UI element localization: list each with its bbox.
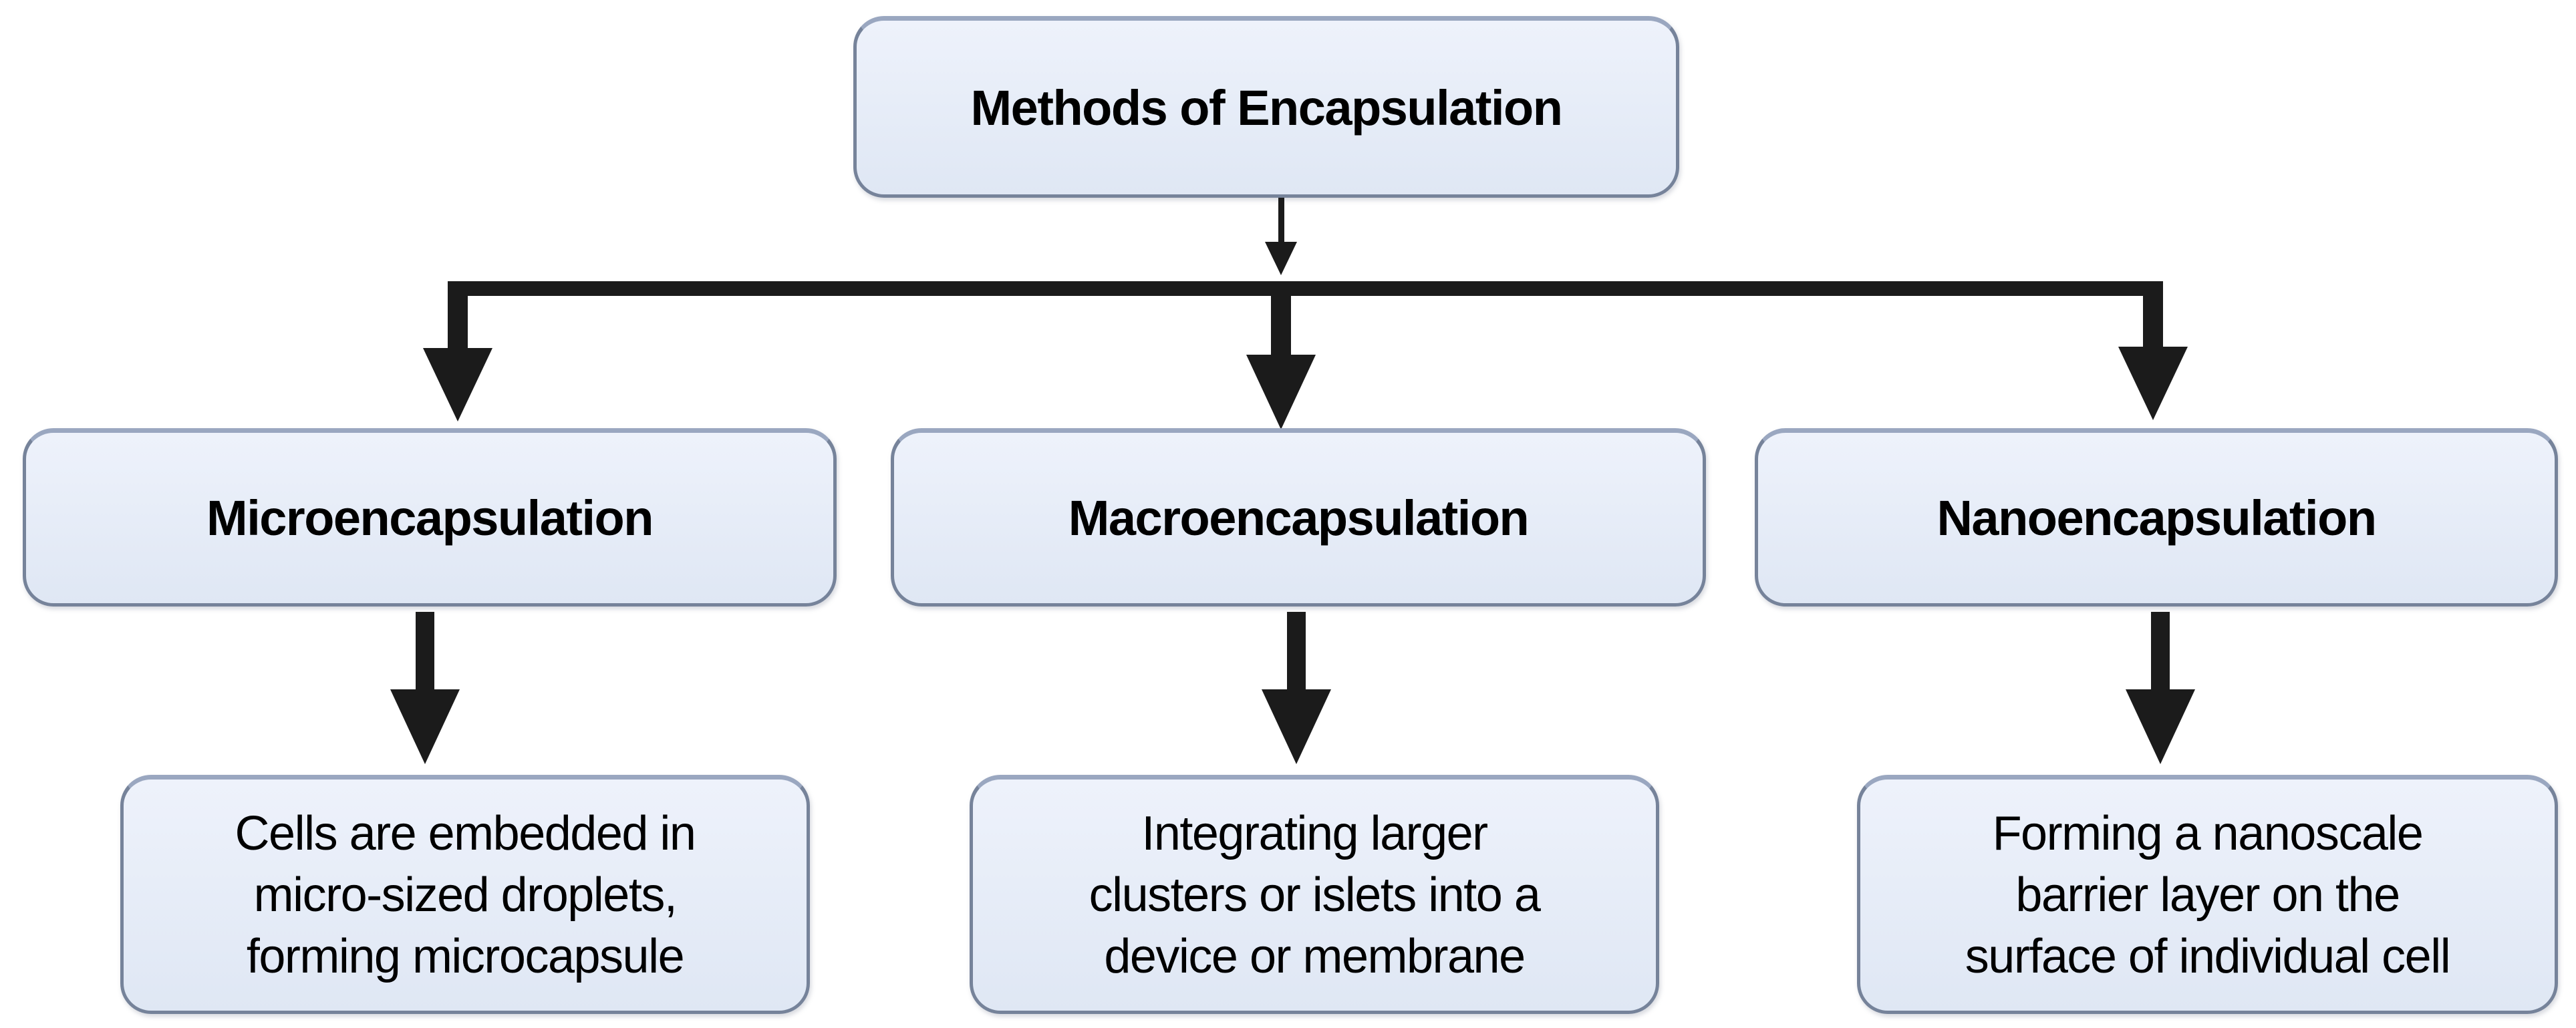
macroencapsulation-box: Macroencapsulation (891, 428, 1706, 607)
macro-branch-down-arrow-icon (1246, 355, 1316, 430)
macroencapsulation-label: Macroencapsulation (1068, 490, 1530, 546)
nanoencapsulation-description-box: Forming a nanoscale barrier layer on the… (1857, 775, 2558, 1014)
microencapsulation-description-text: Cells are embedded in micro-sized drople… (235, 806, 696, 984)
macro-description-down-arrow-icon (1262, 689, 1331, 764)
micro-description-connector-shaft (416, 612, 434, 691)
microencapsulation-label: Microencapsulation (206, 490, 654, 546)
microencapsulation-box: Microencapsulation (23, 428, 837, 607)
nanoencapsulation-description-text: Forming a nanoscale barrier layer on the… (1965, 806, 2451, 984)
macroencapsulation-description-text: Integrating larger clusters or islets in… (1089, 806, 1541, 984)
micro-branch-connector-shaft (448, 296, 468, 349)
macro-branch-connector-shaft (1271, 296, 1291, 356)
nano-description-down-arrow-icon (2126, 689, 2195, 764)
root-box-label: Methods of Encapsulation (970, 79, 1563, 136)
root-connector-shaft (1278, 198, 1284, 243)
nano-description-connector-shaft (2151, 612, 2170, 691)
microencapsulation-description-box: Cells are embedded in micro-sized drople… (120, 775, 810, 1014)
micro-branch-down-arrow-icon (423, 348, 492, 421)
nano-branch-connector-shaft (2143, 296, 2163, 348)
nanoencapsulation-label: Nanoencapsulation (1937, 490, 2377, 546)
methods-of-encapsulation-box: Methods of Encapsulation (853, 16, 1679, 198)
macroencapsulation-description-box: Integrating larger clusters or islets in… (970, 775, 1659, 1014)
micro-description-down-arrow-icon (390, 689, 460, 764)
nano-branch-down-arrow-icon (2118, 347, 2188, 420)
nanoencapsulation-box: Nanoencapsulation (1755, 428, 2558, 607)
root-down-arrow-icon (1265, 242, 1297, 275)
macro-description-connector-shaft (1287, 612, 1306, 691)
branch-connector-bar (448, 281, 2163, 296)
